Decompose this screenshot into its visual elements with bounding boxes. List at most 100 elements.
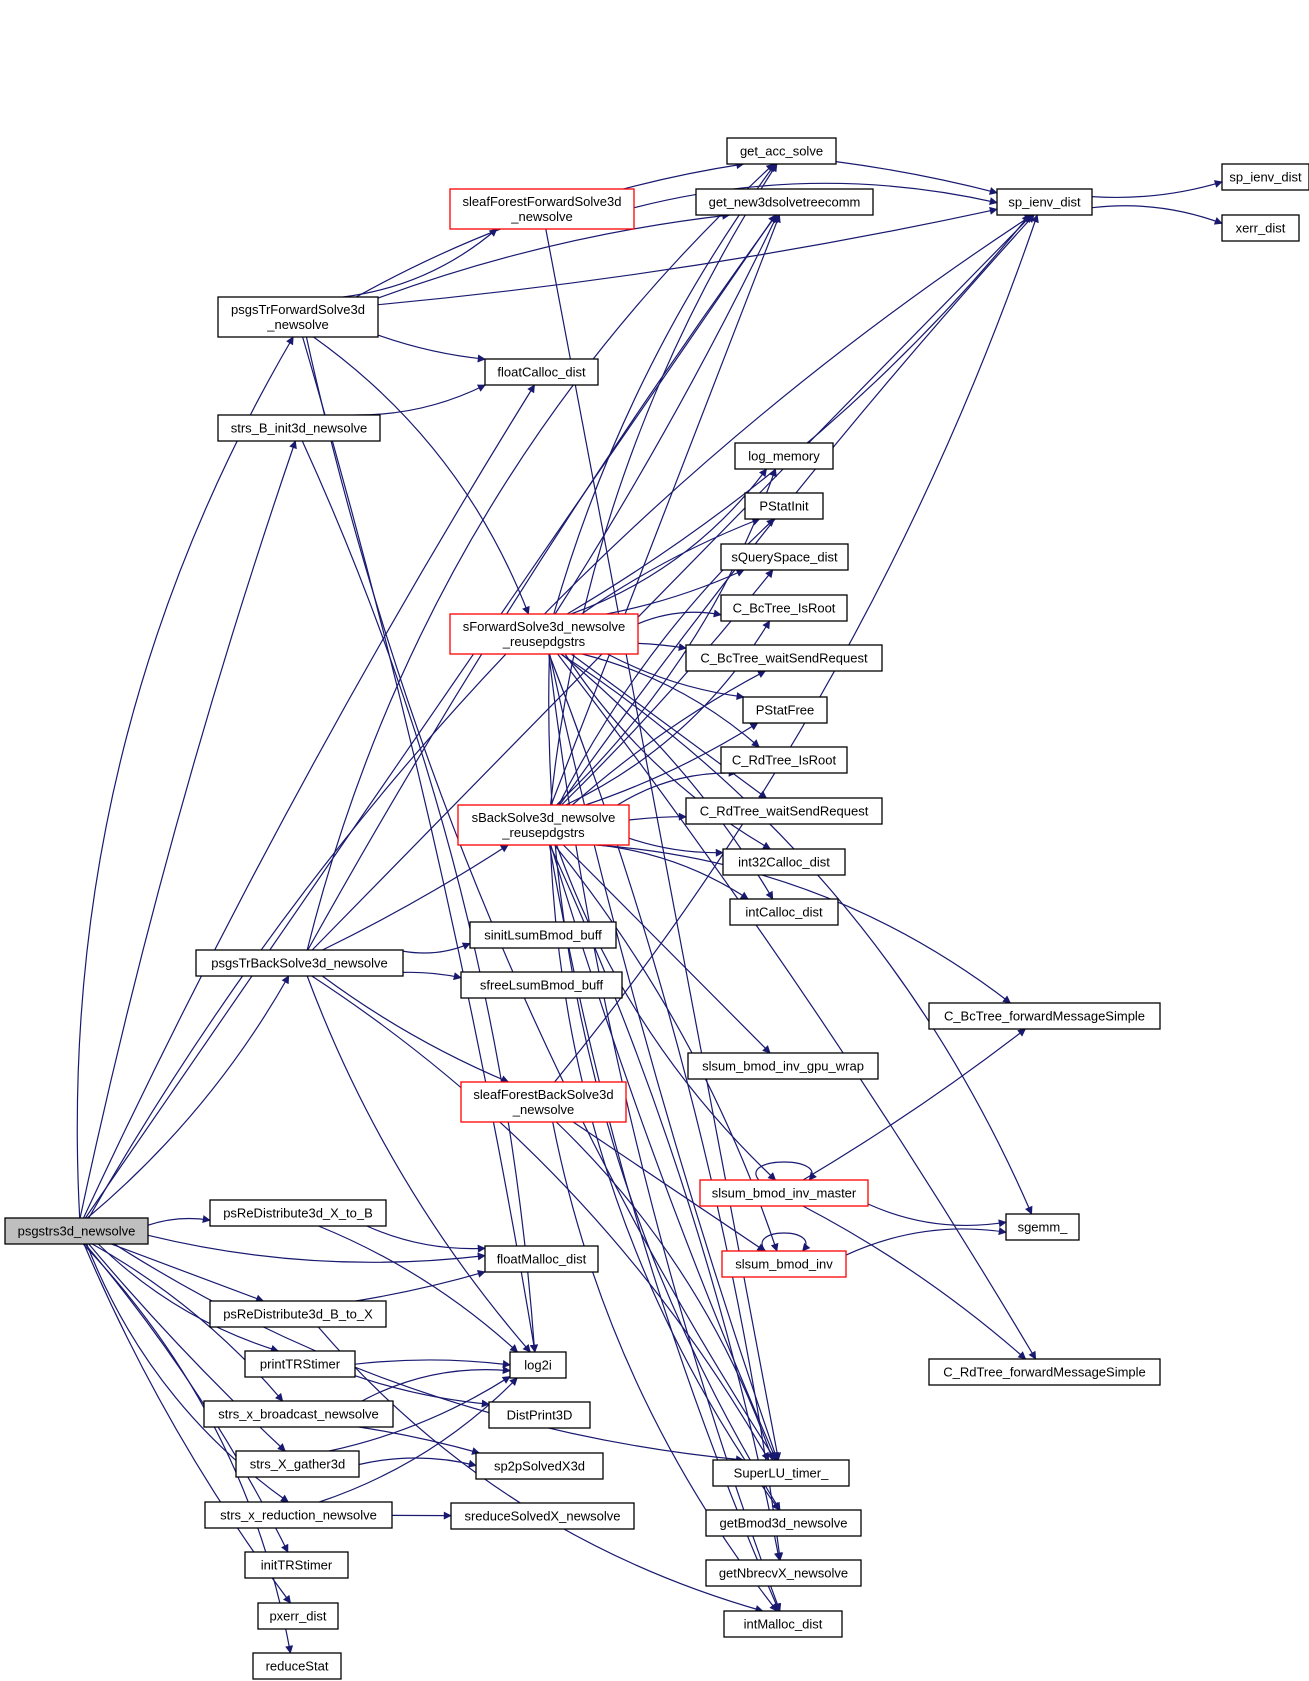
node-rdfwd[interactable]: C_RdTree_forwardMessageSimple bbox=[928, 1358, 1161, 1386]
edge-fwd-to-getacc bbox=[356, 161, 745, 298]
edge-sfwd-to-getnew3d bbox=[554, 214, 778, 615]
node-redstat[interactable]: reduceStat bbox=[252, 1652, 342, 1680]
node-leafback[interactable]: sleafForestBackSolve3d_newsolve bbox=[460, 1081, 627, 1123]
edge-sback-to-pstatfree bbox=[585, 722, 759, 806]
node-label-redstat-0: reduceStat bbox=[266, 1659, 329, 1674]
node-box-backsolve bbox=[195, 949, 404, 977]
edge-sfwd-to-rdwait bbox=[570, 653, 768, 799]
node-xred[interactable]: strs_x_reduction_newsolve bbox=[204, 1501, 393, 1529]
node-pstatinit[interactable]: PStatInit bbox=[744, 492, 824, 520]
node-redistXB[interactable]: psReDistribute3d_X_to_B bbox=[209, 1199, 387, 1227]
edge-redistXB-to-fmalloc bbox=[366, 1225, 486, 1253]
edge-xbcast-to-sp2p bbox=[358, 1426, 481, 1455]
node-leaffwd[interactable]: sleafForestForwardSolve3d_newsolve bbox=[449, 188, 635, 230]
edge-backsolve-to-spienv bbox=[311, 214, 1033, 951]
node-label-icalloc-0: intCalloc_dist bbox=[745, 905, 823, 920]
edge-sback-to-getnew3d bbox=[550, 214, 781, 806]
node-root[interactable]: psgstrs3d_newsolve bbox=[4, 1217, 149, 1245]
node-label-sback-0: sBackSolve3d_newsolve bbox=[472, 810, 616, 825]
node-xerr[interactable]: xerr_dist bbox=[1221, 214, 1300, 242]
node-fcalloc[interactable]: floatCalloc_dist bbox=[484, 358, 599, 386]
node-printtr[interactable]: printTRStimer bbox=[244, 1350, 356, 1378]
node-inittr[interactable]: initTRStimer bbox=[244, 1551, 349, 1579]
node-rdroot[interactable]: C_RdTree_IsRoot bbox=[720, 746, 848, 774]
node-label-root-0: psgstrs3d_newsolve bbox=[18, 1224, 136, 1239]
node-sfwd[interactable]: sForwardSolve3d_newsolve_reusepdgstrs bbox=[449, 613, 639, 655]
node-label-xred-0: strs_x_reduction_newsolve bbox=[220, 1508, 377, 1523]
node-label-printtr-0: printTRStimer bbox=[260, 1357, 341, 1372]
node-pstatfree[interactable]: PStatFree bbox=[742, 696, 828, 724]
edge-xred-to-log2i bbox=[319, 1377, 518, 1503]
node-box-sp2p bbox=[475, 1452, 604, 1480]
node-label-fcalloc-0: floatCalloc_dist bbox=[497, 365, 586, 380]
node-box-distprint bbox=[488, 1401, 591, 1429]
node-getnbrecv[interactable]: getNbrecvX_newsolve bbox=[705, 1559, 862, 1587]
node-sback[interactable]: sBackSolve3d_newsolve_reusepdgstrs bbox=[457, 804, 630, 846]
node-logmem[interactable]: log_memory bbox=[734, 442, 834, 470]
node-box-fcalloc bbox=[484, 358, 599, 386]
edge-sback-to-bcfwd bbox=[595, 844, 1012, 1004]
node-box-sback bbox=[457, 804, 630, 846]
node-binit[interactable]: strs_B_init3d_newsolve bbox=[217, 414, 381, 442]
edge-sfwd-to-bcroot bbox=[637, 609, 722, 625]
node-box-root bbox=[4, 1217, 149, 1245]
edge-fwd-to-spienv bbox=[377, 206, 998, 306]
node-sinit[interactable]: sinitLsumBmod_buff bbox=[469, 921, 617, 949]
node-label-spienv2-0: sp_ienv_dist bbox=[1229, 170, 1302, 185]
node-fwd[interactable]: psgsTrForwardSolve3d_newsolve bbox=[217, 296, 379, 338]
node-label-xerr-0: xerr_dist bbox=[1236, 221, 1286, 236]
edge-root-to-spienv bbox=[88, 214, 1033, 1219]
edge-leafback-to-bmodinv bbox=[572, 1121, 766, 1252]
node-redistBX[interactable]: psReDistribute3d_B_to_X bbox=[209, 1300, 387, 1328]
node-bcfwd[interactable]: C_BcTree_forwardMessageSimple bbox=[928, 1002, 1161, 1030]
node-spienv2[interactable]: sp_ienv_dist bbox=[1221, 163, 1309, 191]
edge-bmodinv-to-bmodinv bbox=[761, 1232, 811, 1252]
edge-binit-to-fcalloc bbox=[355, 384, 486, 416]
node-bmodmaster[interactable]: slsum_bmod_inv_master bbox=[699, 1179, 869, 1207]
node-bmodinv[interactable]: slsum_bmod_inv bbox=[721, 1250, 847, 1278]
node-label-leafback-1: _newsolve bbox=[512, 1102, 574, 1117]
node-sreduce[interactable]: sreduceSolvedX_newsolve bbox=[450, 1502, 635, 1530]
node-pxerr[interactable]: pxerr_dist bbox=[257, 1602, 339, 1630]
node-log2i[interactable]: log2i bbox=[509, 1351, 567, 1379]
node-box-xred bbox=[204, 1501, 393, 1529]
node-xbcast[interactable]: strs_x_broadcast_newsolve bbox=[203, 1400, 394, 1428]
node-backsolve[interactable]: psgsTrBackSolve3d_newsolve bbox=[195, 949, 404, 977]
node-fmalloc[interactable]: floatMalloc_dist bbox=[484, 1245, 599, 1273]
node-squery[interactable]: sQuerySpace_dist bbox=[720, 543, 849, 571]
node-i32calloc[interactable]: int32Calloc_dist bbox=[722, 848, 846, 876]
node-sgemm[interactable]: sgemm_ bbox=[1005, 1213, 1080, 1241]
node-sfree[interactable]: sfreeLsumBmod_buff bbox=[460, 971, 623, 999]
node-label-sback-1: _reusepdgstrs bbox=[501, 825, 585, 840]
node-getbmod[interactable]: getBmod3d_newsolve bbox=[705, 1509, 862, 1537]
node-bcwait[interactable]: C_BcTree_waitSendRequest bbox=[685, 644, 883, 672]
edge-backsolve-to-getacc bbox=[306, 163, 775, 951]
node-timer[interactable]: SuperLU_timer_ bbox=[712, 1459, 850, 1487]
node-icalloc[interactable]: intCalloc_dist bbox=[729, 898, 839, 926]
node-imalloc[interactable]: intMalloc_dist bbox=[723, 1610, 843, 1638]
node-label-redistBX-0: psReDistribute3d_B_to_X bbox=[223, 1307, 373, 1322]
node-box-bcfwd bbox=[928, 1002, 1161, 1030]
node-label-rdroot-0: C_RdTree_IsRoot bbox=[732, 753, 837, 768]
edge-redistXB-to-log2i bbox=[318, 1225, 519, 1353]
node-gpuwrap[interactable]: slsum_bmod_inv_gpu_wrap bbox=[687, 1052, 879, 1080]
node-xgather[interactable]: strs_X_gather3d bbox=[235, 1450, 360, 1478]
node-getacc[interactable]: get_acc_solve bbox=[726, 137, 837, 165]
node-distprint[interactable]: DistPrint3D bbox=[488, 1401, 591, 1429]
node-rdwait[interactable]: C_RdTree_waitSendRequest bbox=[685, 797, 883, 825]
node-getnew3d[interactable]: get_new3dsolvetreecomm bbox=[695, 188, 874, 216]
edge-bmodmaster-to-bmodmaster bbox=[755, 1161, 817, 1181]
node-label-getbmod-0: getBmod3d_newsolve bbox=[720, 1516, 848, 1531]
node-box-sreduce bbox=[450, 1502, 635, 1530]
node-label-timer-0: SuperLU_timer_ bbox=[734, 1466, 829, 1481]
edge-sback-to-getacc bbox=[550, 163, 778, 806]
node-sp2p[interactable]: sp2pSolvedX3d bbox=[475, 1452, 604, 1480]
node-spienv[interactable]: sp_ienv_dist bbox=[996, 188, 1093, 216]
node-box-rdwait bbox=[685, 797, 883, 825]
node-label-backsolve-0: psgsTrBackSolve3d_newsolve bbox=[211, 956, 388, 971]
node-box-redistBX bbox=[209, 1300, 387, 1328]
edge-leaffwd-to-spienv bbox=[633, 182, 998, 209]
edge-bmodmaster-to-bcfwd bbox=[802, 1028, 1027, 1181]
edge-bmodmaster-to-rdfwd bbox=[802, 1205, 1027, 1360]
node-bcroot[interactable]: C_BcTree_IsRoot bbox=[720, 594, 848, 622]
